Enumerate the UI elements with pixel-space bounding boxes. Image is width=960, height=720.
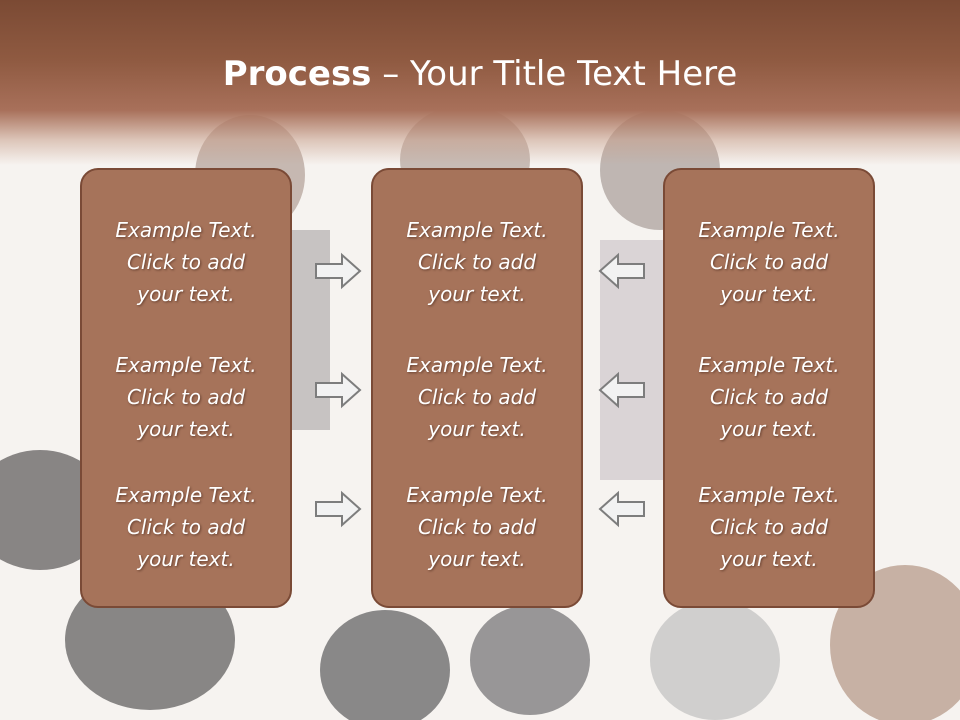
title-rest: – Your Title Text Here — [371, 54, 738, 94]
right-arrow-icon — [315, 371, 362, 409]
text-line: your text. — [428, 417, 526, 441]
box-text[interactable]: Example Text. Click to add your text. — [665, 349, 873, 445]
text-line: Example Text. — [115, 353, 257, 377]
text-line: Click to add — [126, 515, 246, 539]
text-line: Example Text. — [698, 218, 840, 242]
text-line: Click to add — [709, 515, 829, 539]
process-box-left[interactable]: Example Text. Click to add your text. Ex… — [80, 168, 292, 608]
box-text[interactable]: Example Text. Click to add your text. — [665, 479, 873, 575]
text-line: Click to add — [417, 250, 537, 274]
text-line: Example Text. — [406, 353, 548, 377]
left-arrow-icon — [598, 490, 645, 528]
text-line: your text. — [720, 417, 818, 441]
text-line: Example Text. — [406, 218, 548, 242]
process-box-center[interactable]: Example Text. Click to add your text. Ex… — [371, 168, 583, 608]
text-line: Example Text. — [698, 353, 840, 377]
left-arrow-icon — [598, 252, 645, 290]
text-line: Click to add — [126, 385, 246, 409]
box-text[interactable]: Example Text. Click to add your text. — [373, 349, 581, 445]
right-arrow-icon — [315, 252, 362, 290]
title-bold: Process — [222, 54, 372, 94]
text-line: your text. — [137, 282, 235, 306]
box-text[interactable]: Example Text. Click to add your text. — [82, 214, 290, 310]
text-line: Click to add — [417, 515, 537, 539]
box-text[interactable]: Example Text. Click to add your text. — [82, 479, 290, 575]
title-band — [0, 0, 960, 165]
text-line: your text. — [137, 417, 235, 441]
text-line: Example Text. — [406, 483, 548, 507]
box-text[interactable]: Example Text. Click to add your text. — [373, 479, 581, 575]
right-arrow-icon — [315, 490, 362, 528]
text-line: Click to add — [709, 385, 829, 409]
text-line: Example Text. — [115, 218, 257, 242]
text-line: Example Text. — [698, 483, 840, 507]
slide-title[interactable]: Process – Your Title Text Here — [0, 52, 960, 96]
left-arrow-icon — [598, 371, 645, 409]
box-text[interactable]: Example Text. Click to add your text. — [373, 214, 581, 310]
text-line: Example Text. — [115, 483, 257, 507]
box-text[interactable]: Example Text. Click to add your text. — [82, 349, 290, 445]
text-line: your text. — [720, 547, 818, 571]
text-line: your text. — [137, 547, 235, 571]
text-line: Click to add — [126, 250, 246, 274]
process-box-right[interactable]: Example Text. Click to add your text. Ex… — [663, 168, 875, 608]
text-line: Click to add — [709, 250, 829, 274]
text-line: your text. — [428, 547, 526, 571]
text-line: Click to add — [417, 385, 537, 409]
text-line: your text. — [428, 282, 526, 306]
text-line: your text. — [720, 282, 818, 306]
box-text[interactable]: Example Text. Click to add your text. — [665, 214, 873, 310]
